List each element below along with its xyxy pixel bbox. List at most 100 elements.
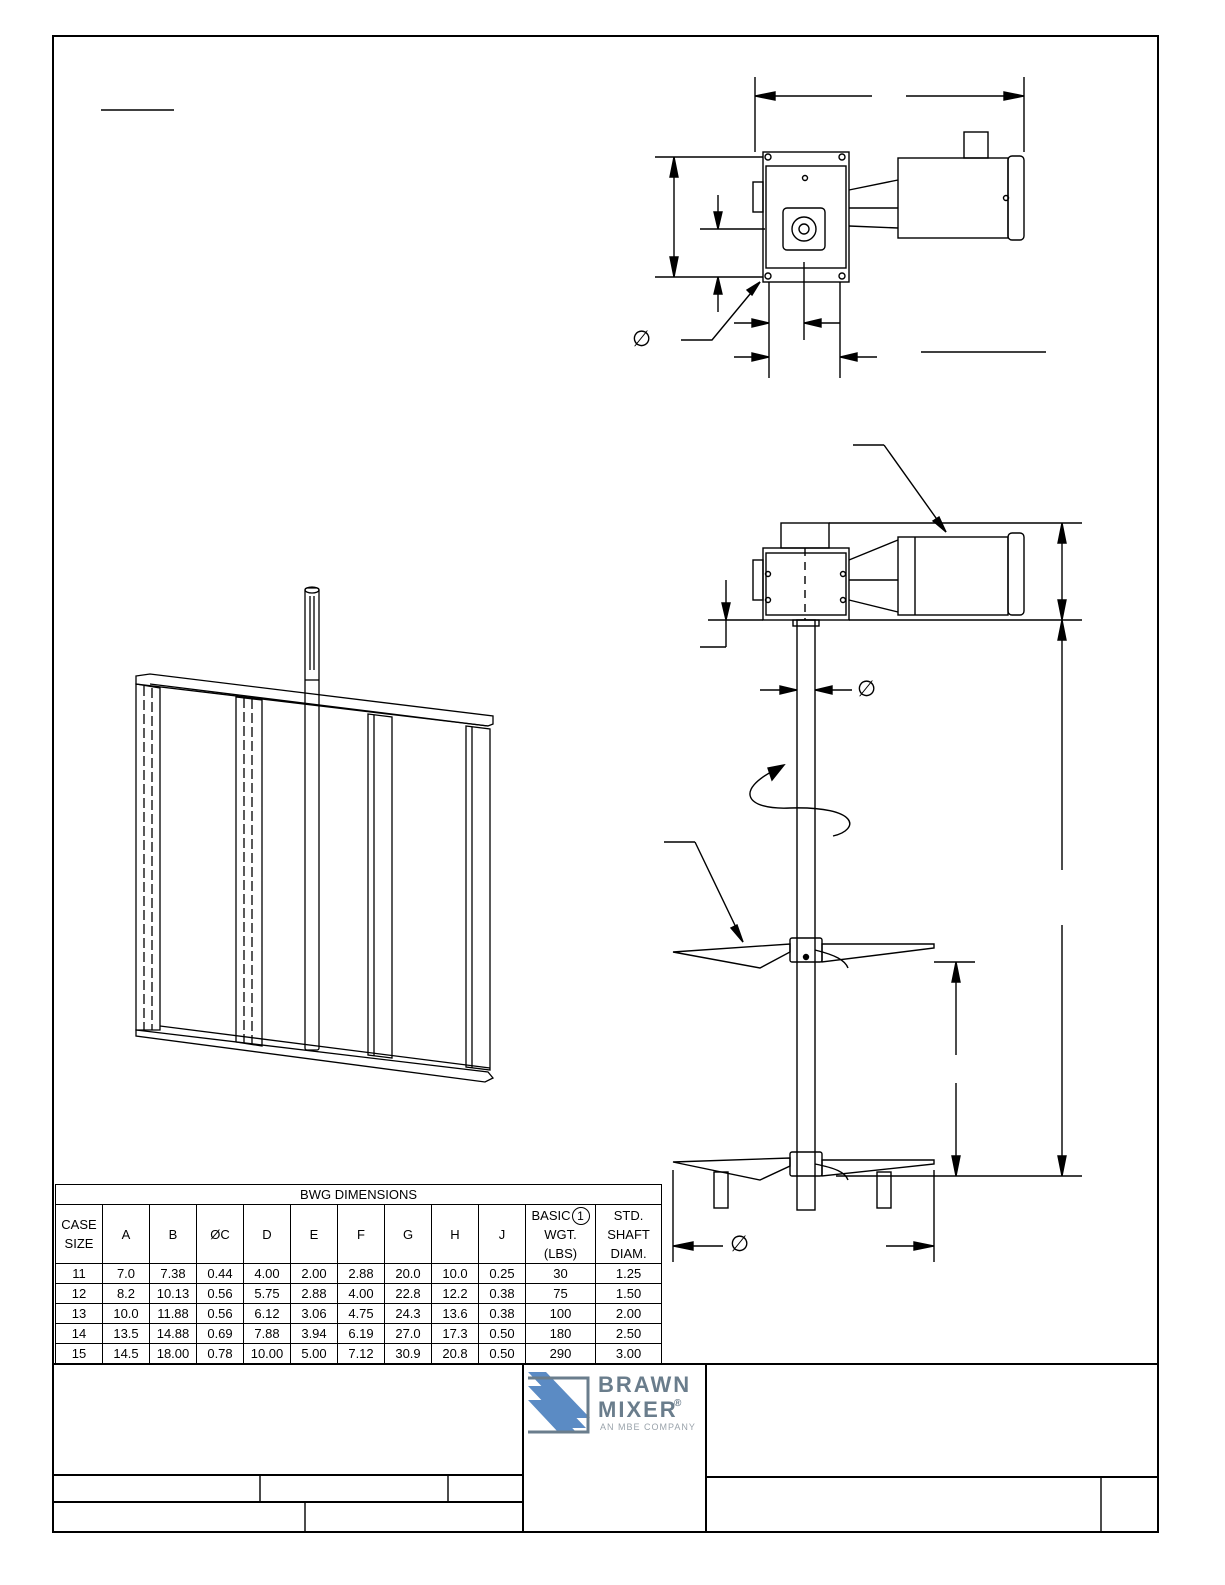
table-cell: 18.00 [149,1343,197,1364]
table-cell: 11 [55,1263,103,1284]
table-cell: 5.75 [243,1283,291,1304]
logo-registered: ® [674,1398,684,1409]
diameter-symbol-impeller: ∅ [730,1232,750,1257]
table-cell: 3.06 [290,1303,338,1324]
table-cell: 13.6 [431,1303,479,1324]
table-cell: 4.75 [337,1303,385,1324]
table-cell: 12 [55,1283,103,1304]
basic-label: BASIC [531,1207,571,1223]
logo-mixer: MIXER [598,1397,678,1422]
table-cell: 0.25 [478,1263,526,1284]
header-text: CASE [61,1217,97,1232]
table-cell: 30 [525,1263,596,1284]
isometric-baffle-view [135,586,495,1083]
table-cell: 7.0 [102,1263,150,1284]
note-callout-circle: 1 [571,1206,590,1225]
table-cell: 0.38 [478,1303,526,1324]
table-cell: 27.0 [384,1323,432,1344]
elevation-view [664,444,1082,1262]
table-header-cell: B [149,1204,197,1264]
table-cell: 22.8 [384,1283,432,1304]
table-cell: 2.88 [290,1283,338,1304]
table-cell: 0.56 [196,1303,244,1324]
brawn-mixer-logo-mark [528,1372,590,1434]
table-cell: 20.0 [384,1263,432,1284]
header-text: G [402,1226,414,1242]
table-header-cell: D [243,1204,291,1264]
table-cell: 4.00 [243,1263,291,1284]
diameter-symbol-top: ∅ [632,327,652,352]
table-cell: 0.50 [478,1343,526,1364]
table-header-cell: STD. SHAFT DIAM. [594,1204,663,1264]
table-cell: 3.94 [290,1323,338,1344]
table-header-cell: A [102,1204,150,1264]
table-cell: 0.69 [196,1323,244,1344]
table-cell: 10.00 [243,1343,291,1364]
table-cell: 17.3 [431,1323,479,1344]
table-cell: 2.50 [594,1323,663,1344]
table-cell: 14.5 [102,1343,150,1364]
table-cell: 13 [55,1303,103,1324]
table-cell: 290 [525,1343,596,1364]
table-cell: 75 [525,1283,596,1304]
table-cell: 0.44 [196,1263,244,1284]
table-cell: 12.2 [431,1283,479,1304]
table-cell: 2.00 [290,1263,338,1284]
table-cell: 11.88 [149,1303,197,1324]
table-cell: 0.50 [478,1323,526,1344]
table-cell: 30.9 [384,1343,432,1364]
header-text: ØC [210,1226,230,1242]
table-cell: 4.00 [337,1283,385,1304]
table-cell: 20.8 [431,1343,479,1364]
header-text: D [262,1226,272,1242]
header-text: A [121,1226,131,1242]
header-text: SHAFT [607,1226,650,1242]
table-header-cell: H [431,1204,479,1264]
table-cell: 14.88 [149,1323,197,1344]
table-cell: 2.00 [594,1303,663,1324]
table-header-cell: ØC [196,1204,244,1264]
table-header-cell: G [384,1204,432,1264]
table-cell: 0.56 [196,1283,244,1304]
basic-suffix-line: (LBS) [543,1245,578,1261]
table-header-cell: F [337,1204,385,1264]
header-text: STD. [613,1207,644,1223]
table-cell: 6.12 [243,1303,291,1324]
table-cell: 100 [525,1303,596,1324]
table-cell: 0.78 [196,1343,244,1364]
table-cell: 0.38 [478,1283,526,1304]
header-text: B [168,1226,178,1242]
table-cell: 24.3 [384,1303,432,1324]
logo-tagline: AN MBE COMPANY [600,1422,696,1432]
table-cell: 1.50 [594,1283,663,1304]
diameter-symbol-shaft: ∅ [857,677,877,702]
table-header-cell: E [290,1204,338,1264]
header-text: H [450,1226,460,1242]
table-cell: 10.0 [102,1303,150,1324]
table-cell: 10.13 [149,1283,197,1304]
table-cell: 10.0 [431,1263,479,1284]
header-text: E [309,1226,319,1242]
top-view [655,77,1046,378]
table-cell: 5.00 [290,1343,338,1364]
header-text: F [357,1226,365,1242]
table-cell: 13.5 [102,1323,150,1344]
header-text: J [498,1226,506,1242]
sheet-border [52,35,1159,1533]
title-block [53,1363,1158,1532]
table-cell: 7.38 [149,1263,197,1284]
header-text: DIAM. [610,1245,647,1261]
logo-brawn: BRAWN [598,1372,692,1397]
table-header-cell: J [478,1204,526,1264]
table-cell: 8.2 [102,1283,150,1304]
